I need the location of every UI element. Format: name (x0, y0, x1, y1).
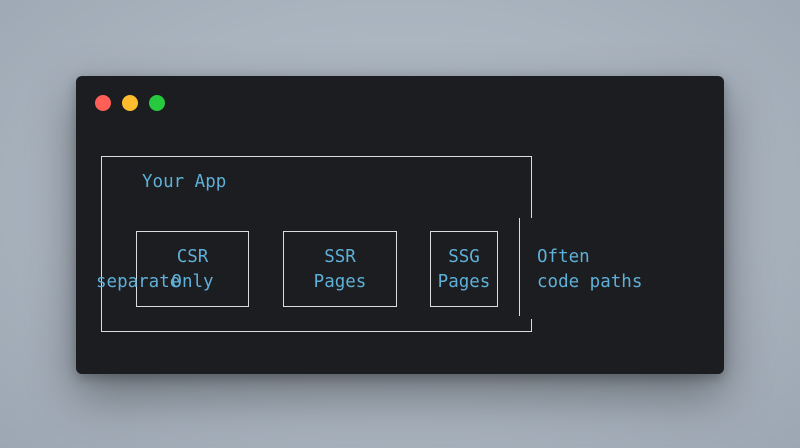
close-button[interactable] (95, 95, 111, 111)
terminal-window: Your App CSR Only SSR Pages SSG Pages Of… (76, 76, 724, 374)
overflow-text: separate (96, 272, 181, 292)
ssr-box-title: SSR (324, 247, 356, 267)
ssg-box-subtitle: Pages (437, 272, 491, 292)
note-line-1: Often (537, 247, 590, 267)
maximize-button[interactable] (149, 95, 165, 111)
ssr-box-subtitle: Pages (313, 272, 367, 292)
app-label: Your App (142, 172, 227, 192)
ssg-box-title: SSG (448, 247, 480, 267)
csr-box-title: CSR (176, 247, 209, 267)
minimize-button[interactable] (122, 95, 138, 111)
note-bracket (519, 218, 520, 316)
csr-box-subtitle: Only (171, 272, 214, 292)
note-line-2: code paths (537, 272, 643, 292)
